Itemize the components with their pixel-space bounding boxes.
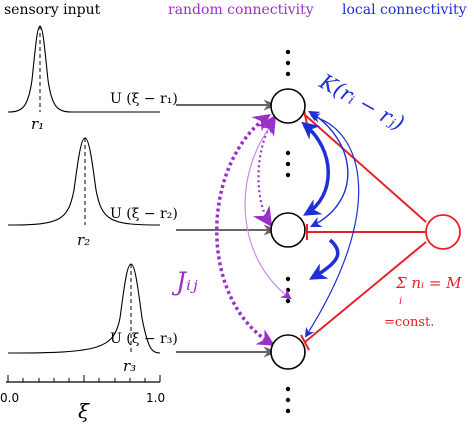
- kernel-label: K(rᵢ − rⱼ): [315, 69, 409, 136]
- local-link-thick-1-2: [301, 121, 330, 216]
- r2-label: r₂: [77, 231, 90, 249]
- neuron-3: [270, 334, 306, 370]
- axis-tick-min: 0.0: [0, 391, 19, 405]
- local-link-thin-2-3: [304, 113, 360, 338]
- gaussian-curve-3: [7, 263, 161, 354]
- jij-label: Jᵢⱼ: [171, 267, 198, 296]
- const-label: =const.: [384, 315, 434, 330]
- header-random-connectivity: random connectivity: [168, 2, 314, 18]
- constraint-label: Σ nᵢ = M: [395, 274, 462, 292]
- axis-label-xi: ξ: [78, 399, 90, 423]
- local-link-thin-1-2: [308, 110, 349, 228]
- random-link-faint: [244, 122, 292, 300]
- constraint-index: i: [399, 296, 402, 307]
- random-link-1-2: [252, 114, 277, 228]
- axis-tick-max: 1.0: [146, 391, 165, 405]
- inhibitory-connections: [300, 105, 427, 351]
- header-local-connectivity: local connectivity: [342, 2, 467, 18]
- random-link-1-3: [215, 113, 276, 346]
- axis-ticks: [7, 375, 161, 382]
- neuron-2: [270, 212, 306, 248]
- local-link-thick-2-3: [308, 238, 340, 280]
- input-label-1: U (ξ − r₁): [110, 91, 178, 107]
- header-sensory-input: sensory input: [4, 2, 101, 18]
- r1-label: r₁: [31, 115, 44, 133]
- inhibitory-unit: [425, 214, 461, 250]
- r3-label: r₃: [123, 357, 136, 375]
- neuron-1: [270, 88, 306, 124]
- input-label-2: U (ξ − r₂): [110, 206, 178, 222]
- input-label-3: U (ξ − r₃): [110, 331, 178, 347]
